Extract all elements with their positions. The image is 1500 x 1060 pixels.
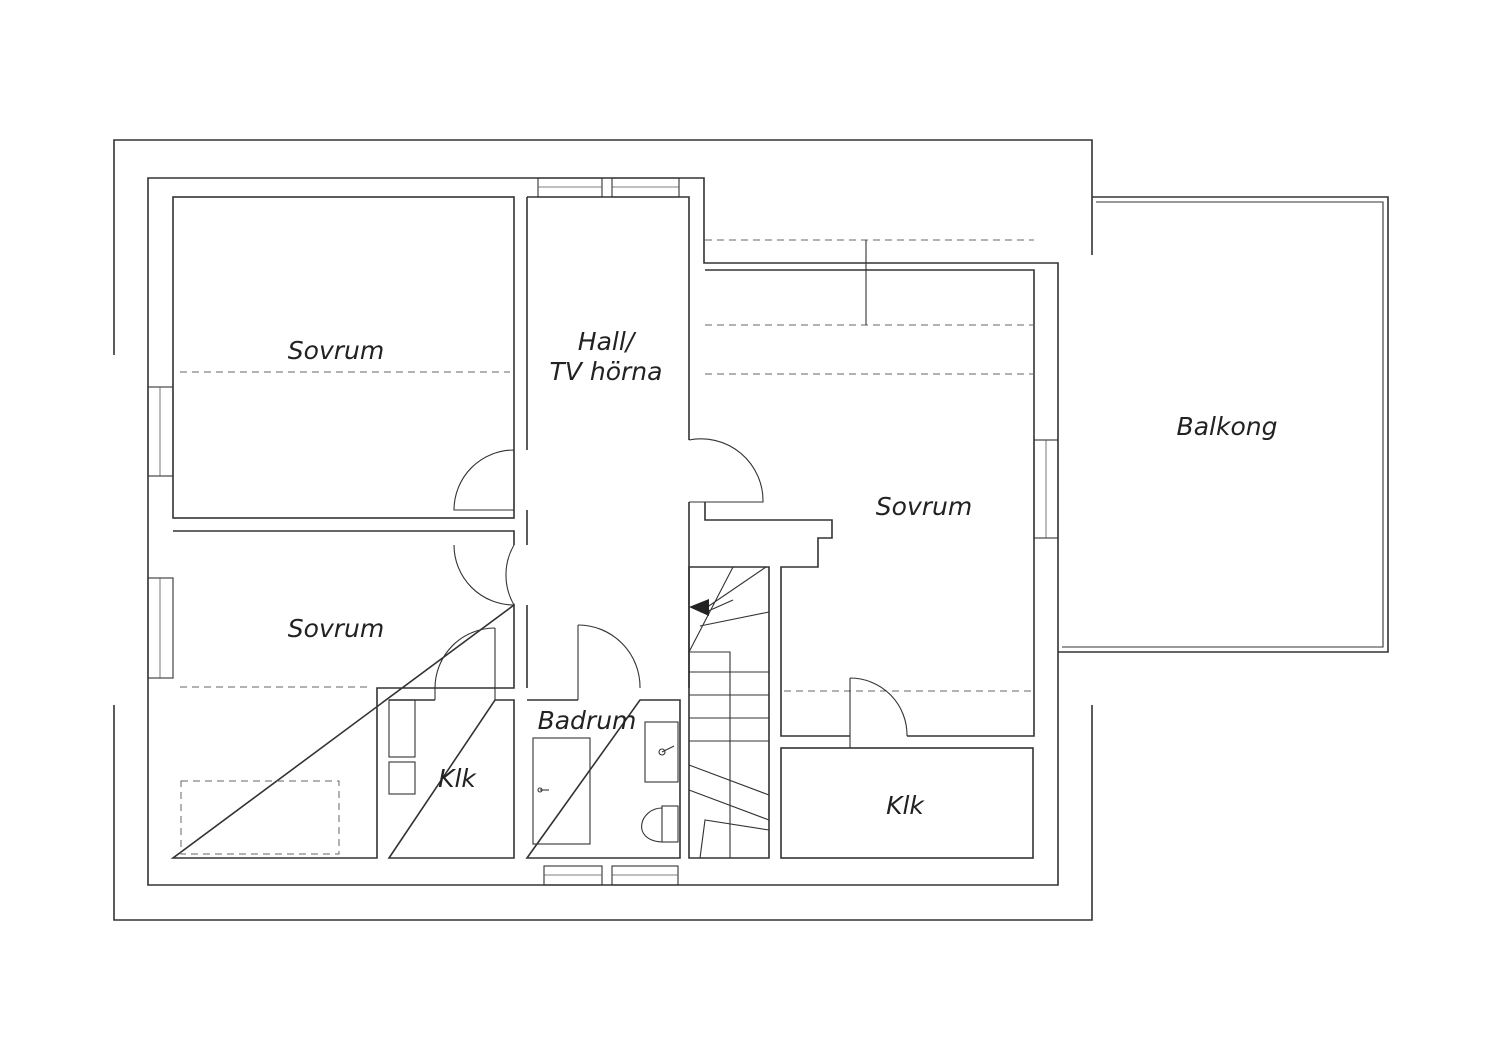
window-left-1 <box>147 386 174 477</box>
label-bedroom-top-left: Sovrum <box>288 336 384 365</box>
label-hall-line1: Hall/ <box>578 327 637 356</box>
roof-outline <box>113 139 1093 921</box>
staircase <box>688 566 770 859</box>
label-bedroom-bottom-left: Sovrum <box>288 614 384 643</box>
window-top-2 <box>611 177 680 198</box>
window-bottom-1 <box>543 865 603 886</box>
room-hall <box>526 196 690 688</box>
stair-arrow <box>689 599 709 616</box>
room-closet-right <box>780 747 1034 859</box>
door-swings <box>434 438 908 748</box>
window-bottom-2 <box>611 865 679 886</box>
label-closet-left: Klk <box>438 764 477 793</box>
exterior-wall <box>147 177 1059 886</box>
bathtub <box>532 737 591 845</box>
room-bedroom-top-left <box>172 196 515 519</box>
window-left-2 <box>147 577 174 679</box>
label-bedroom-right: Sovrum <box>876 492 972 521</box>
label-closet-right: Klk <box>886 791 925 820</box>
label-balcony: Balkong <box>1177 412 1278 441</box>
room-bathroom <box>525 699 681 859</box>
bed-outline <box>180 780 340 855</box>
label-bathroom: Badrum <box>538 706 637 735</box>
balcony <box>1058 196 1389 653</box>
shelf-unit <box>388 699 416 795</box>
window-top-1 <box>537 177 603 198</box>
window-right <box>1033 439 1059 539</box>
toilet <box>641 805 679 843</box>
room-bedroom-bottom-left <box>170 530 515 859</box>
sink <box>644 721 679 783</box>
label-hall-line2: TV hörna <box>550 357 663 386</box>
room-bedroom-right <box>704 269 1035 737</box>
